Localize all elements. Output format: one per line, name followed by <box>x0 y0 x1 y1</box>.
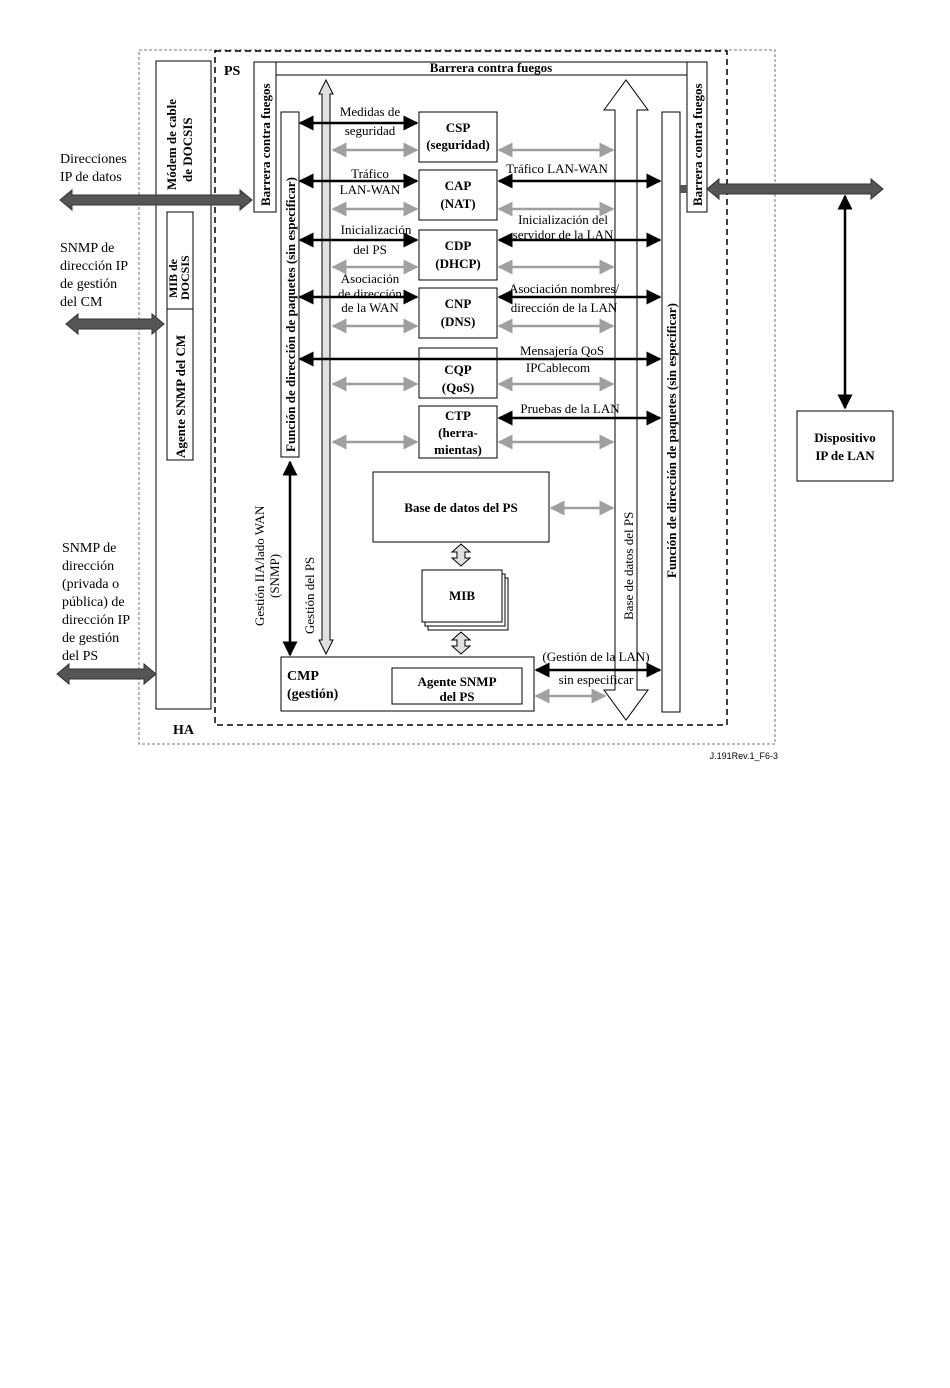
mib-docsis-line1: MIB de <box>166 258 180 298</box>
cm-snmp-agent-box <box>166 211 194 461</box>
lan-side-arrow <box>706 177 884 201</box>
left-firewall-label: Barrera contra fuegos <box>258 83 273 206</box>
snmp-cm-line-2: dirección IP <box>60 259 128 274</box>
security-label-2: seguridad <box>345 123 396 138</box>
lan-device-label-line2: IP de LAN <box>815 448 875 463</box>
snmp-cm-line-1: SNMP de <box>60 241 114 256</box>
snmp-ps-line-4: pública) de <box>62 595 125 610</box>
server-init-label-1: Inicialización del <box>518 212 608 227</box>
snmp-ps-line-2: dirección <box>62 559 114 574</box>
cmp-sublabel: (gestión) <box>287 687 339 702</box>
cable-modem-label-line1: Módem de cable <box>164 99 179 190</box>
assoc-label-1: Asociación <box>341 271 400 286</box>
cap-component: CAP (NAT) <box>418 169 498 221</box>
assoc-label-3: de la WAN <box>341 300 399 315</box>
snmp-cm-line-3: de gestión <box>60 277 117 292</box>
ha-label: HA <box>173 723 195 738</box>
cnp-component: CNP (DNS) <box>418 287 498 339</box>
pkt-func-left-box <box>280 111 300 458</box>
lan-mgmt-label-2: sin especificar <box>559 672 634 687</box>
pkt-func-right-label: Función de dirección de paquetes (sin es… <box>664 303 679 578</box>
init-label-2: del PS <box>353 242 387 257</box>
wan-mgmt-label-2: (SNMP) <box>267 554 282 598</box>
ps-management-bus <box>318 78 334 656</box>
ps-management-label: Gestión del PS <box>302 557 317 634</box>
init-label-1: Inicialización <box>341 222 412 237</box>
snmp-ps-line-1: SNMP de <box>62 541 116 556</box>
cap-label: CAP <box>445 178 472 193</box>
ctp-sublabel-1: (herra- <box>438 425 478 440</box>
cqp-component: CQP (QoS) <box>418 347 498 399</box>
cqp-sublabel: (QoS) <box>442 380 475 395</box>
data-ip-label-line1: Direcciones <box>60 152 127 167</box>
csp-component: CSP (seguridad) <box>418 111 498 163</box>
cm-snmp-agent-label: Agente SNMP del CM <box>173 335 188 458</box>
lan-mgmt-label-1: (Gestión de la LAN) <box>542 649 649 664</box>
ps-database-box <box>372 471 550 543</box>
ps-snmp-agent-box <box>391 667 523 705</box>
ps-database-label: Base de datos del PS <box>404 500 517 515</box>
traffic-right-label: Tráfico LAN-WAN <box>506 161 608 176</box>
mib-docsis-line2: DOCSIS <box>178 255 192 300</box>
csp-sublabel: (seguridad) <box>426 137 490 152</box>
snmp-ps-label: SNMP de dirección (privada o pública) de… <box>62 541 130 664</box>
names-label-2: dirección de la LAN <box>511 300 618 315</box>
cdp-label: CDP <box>445 238 472 253</box>
server-init-label-2: servidor de la LAN <box>513 227 614 242</box>
ha-boundary <box>138 49 776 745</box>
mib-cmp-arrow <box>450 631 472 655</box>
cnp-sublabel: (DNS) <box>441 314 476 329</box>
lan-device-label-line1: Dispositivo <box>814 430 875 445</box>
ctp-sublabel-2: mientas) <box>434 442 482 457</box>
snmp-cm-line-4: del CM <box>60 295 103 310</box>
assoc-label-2: de dirección <box>338 286 402 301</box>
snmp-cm-label: SNMP de dirección IP de gestión del CM <box>60 241 128 310</box>
mib-box <box>421 569 503 623</box>
data-ip-arrow <box>59 188 253 212</box>
ps-database-vertical-label: Base de datos del PS <box>621 512 636 620</box>
cm-snmp-arrow <box>65 312 165 336</box>
cap-sublabel: (NAT) <box>440 196 475 211</box>
mib-label: MIB <box>449 588 475 603</box>
cdp-component: CDP (DHCP) <box>418 229 498 281</box>
security-label-1: Medidas de <box>340 104 401 119</box>
snmp-ps-line-5: dirección IP <box>62 613 130 628</box>
snmp-ps-line-6: de gestión <box>62 631 119 646</box>
pkt-func-right-box <box>661 111 681 713</box>
lan-device-box <box>796 410 894 482</box>
cdp-sublabel: (DHCP) <box>435 256 481 271</box>
pkt-func-left-label: Función de dirección de paquetes (sin es… <box>283 177 298 452</box>
snmp-ps-line-7: del PS <box>62 649 98 664</box>
figure-id: J.191Rev.1_F6-3 <box>710 751 778 761</box>
ctp-component: CTP (herra- mientas) <box>418 405 498 459</box>
cmp-label: CMP <box>287 669 319 684</box>
tests-label: Pruebas de la LAN <box>520 401 620 416</box>
csp-label: CSP <box>446 120 471 135</box>
names-label-1: Asociación nombres/ <box>509 281 620 296</box>
ctp-label: CTP <box>445 408 471 423</box>
ps-boundary <box>214 50 728 726</box>
cable-modem-label-line2: de DOCSIS <box>180 117 195 182</box>
qos-label-1: Mensajería QoS <box>520 343 604 358</box>
wan-mgmt-label-1: Gestión IIA/lado WAN <box>252 505 267 626</box>
ps-database-bus <box>603 79 649 721</box>
right-firewall-label: Barrera contra fuegos <box>690 83 705 206</box>
ps-snmp-agent-label: Agente SNMP <box>417 674 496 689</box>
traffic-left-label-1: Tráfico <box>351 166 389 181</box>
top-firewall-label: Barrera contra fuegos <box>430 60 553 75</box>
db-mib-arrow <box>450 543 472 567</box>
ps-snmp-arrow <box>56 662 157 686</box>
cqp-label: CQP <box>444 362 472 377</box>
ps-snmp-agent-sublabel: del PS <box>439 689 474 704</box>
snmp-ps-line-3: (privada o <box>62 577 119 592</box>
cnp-label: CNP <box>445 296 472 311</box>
ps-label: PS <box>224 64 241 79</box>
traffic-left-label-2: LAN-WAN <box>340 182 401 197</box>
data-ip-label-line2: IP de datos <box>60 170 122 185</box>
qos-label-2: IPCablecom <box>526 360 590 375</box>
